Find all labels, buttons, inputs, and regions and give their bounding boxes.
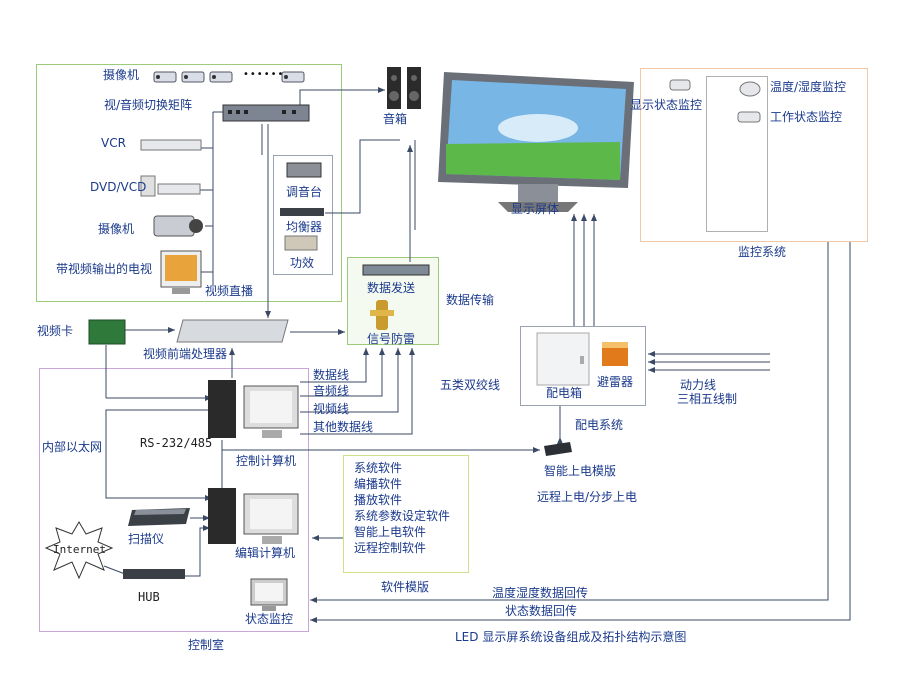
- camcorder-label: 摄像机: [98, 222, 135, 236]
- rs232-label: RS-232/485: [140, 436, 213, 450]
- equalizer-icon: [280, 208, 324, 216]
- tv-label: 带视频输出的电视: [56, 262, 153, 276]
- work-status-camera-icon: [737, 111, 761, 123]
- display-status-camera-icon: [669, 79, 691, 91]
- status-monitor-label: 状态监控: [245, 612, 294, 626]
- internet-cloud-icon: [44, 521, 114, 580]
- control-computer-icon: [208, 380, 299, 438]
- video-card-label: 视频卡: [37, 324, 74, 338]
- work-status-label: 工作状态监控: [770, 110, 843, 124]
- status-monitor-icon: [250, 578, 288, 611]
- temp-humidity-label: 温度/湿度监控: [770, 80, 847, 94]
- camcorder-icon: [153, 215, 203, 237]
- speakers-icon: [387, 67, 421, 109]
- scanner-icon: [128, 508, 190, 526]
- lightning-label: 信号防雷: [367, 332, 416, 346]
- ethernet-label: 内部以太网: [42, 440, 103, 454]
- edit-computer-icon: [208, 488, 299, 544]
- internet-label: Internet: [53, 543, 106, 556]
- surge-arrester-icon: [602, 342, 628, 366]
- hub-icon: [123, 569, 185, 579]
- video-line-label: 视频线: [313, 402, 350, 416]
- mixer-label: 调音台: [286, 185, 323, 199]
- diagram-title: LED 显示屏系统设备组成及拓扑结构示意图: [455, 630, 687, 644]
- software-item: 编播软件: [354, 477, 403, 491]
- scanner-label: 扫描仪: [128, 532, 165, 546]
- software-list: 系统软件 编播软件 播放软件 系统参数设定软件 智能上电软件 远程控制软件: [354, 460, 450, 556]
- camera-row-icon: [153, 71, 305, 83]
- surge-arrester-label: 避雷器: [597, 375, 634, 389]
- software-item: 系统参数设定软件: [354, 509, 451, 523]
- mixer-icon: [286, 162, 322, 178]
- edit-pc-label: 编辑计算机: [235, 546, 296, 560]
- lightning-protector-icon: [370, 300, 394, 330]
- data-send-icon: [362, 264, 430, 276]
- control-room-frame: [39, 368, 309, 632]
- amplifier-icon: [284, 235, 318, 251]
- audio-line-label: 音频线: [313, 384, 350, 398]
- temp-humidity-sensor-icon: [739, 81, 761, 97]
- software-item: 播放软件: [354, 493, 403, 507]
- equalizer-label: 均衡器: [286, 220, 323, 234]
- smart-power-label: 智能上电模版: [544, 464, 617, 478]
- video-processor-label: 视频前端处理器: [143, 347, 228, 361]
- power-line-label: 动力线: [680, 378, 717, 392]
- software-item: 智能上电软件: [354, 525, 427, 539]
- hub-label: HUB: [138, 590, 160, 604]
- av-source-frame: [36, 64, 342, 302]
- smart-power-module-icon: [544, 442, 572, 456]
- video-live-label: 视频直播: [205, 284, 254, 298]
- vcr-icon: [140, 139, 202, 151]
- led-screen-icon: [438, 72, 634, 212]
- remote-power-label: 远程上电/分步上电: [537, 490, 638, 504]
- vcr-label: VCR: [101, 136, 126, 150]
- dvd-icon: [140, 175, 201, 197]
- temp-feedback-label: 温度湿度数据回传: [492, 586, 589, 600]
- monitor-system-label: 监控系统: [738, 245, 787, 259]
- display-status-monitor-label: 显示状态监控: [630, 98, 703, 112]
- other-data-line-label: 其他数据线: [313, 420, 374, 434]
- video-processor-icon: [176, 319, 289, 343]
- control-pc-label: 控制计算机: [236, 454, 297, 468]
- data-line-label: 数据线: [313, 368, 350, 382]
- data-transfer-label: 数据传输: [446, 293, 495, 307]
- software-module-frame: [343, 455, 469, 573]
- control-room-label: 控制室: [188, 638, 225, 652]
- software-item: 远程控制软件: [354, 541, 427, 555]
- audio-chain-frame: [273, 155, 333, 275]
- distribution-system-label: 配电系统: [575, 418, 624, 432]
- status-feedback-label: 状态数据回传: [505, 604, 578, 618]
- tv-icon: [160, 250, 202, 294]
- matrix-switcher-icon: [222, 104, 310, 122]
- camera-dots: ••••••: [243, 69, 285, 80]
- speakers-label: 音箱: [383, 112, 408, 126]
- monitor-inner-panel: [706, 76, 768, 232]
- video-card-icon: [88, 319, 126, 345]
- software-module-label: 软件模版: [381, 580, 430, 594]
- screen-label: 显示屏体: [511, 202, 560, 216]
- monitor-system-frame: [640, 68, 868, 242]
- three-phase-label: 三相五线制: [677, 392, 738, 406]
- data-send-label: 数据发送: [367, 281, 416, 295]
- distribution-box-label: 配电箱: [546, 386, 583, 400]
- camera-row-label: 摄像机: [103, 68, 140, 82]
- distribution-box-icon: [536, 332, 590, 386]
- cat5-label: 五类双绞线: [440, 378, 501, 392]
- matrix-label: 视/音频切换矩阵: [104, 98, 193, 112]
- distribution-frame: [520, 326, 646, 406]
- amplifier-label: 功效: [290, 256, 315, 270]
- dvd-label: DVD/VCD: [90, 180, 147, 194]
- software-item: 系统软件: [354, 461, 403, 475]
